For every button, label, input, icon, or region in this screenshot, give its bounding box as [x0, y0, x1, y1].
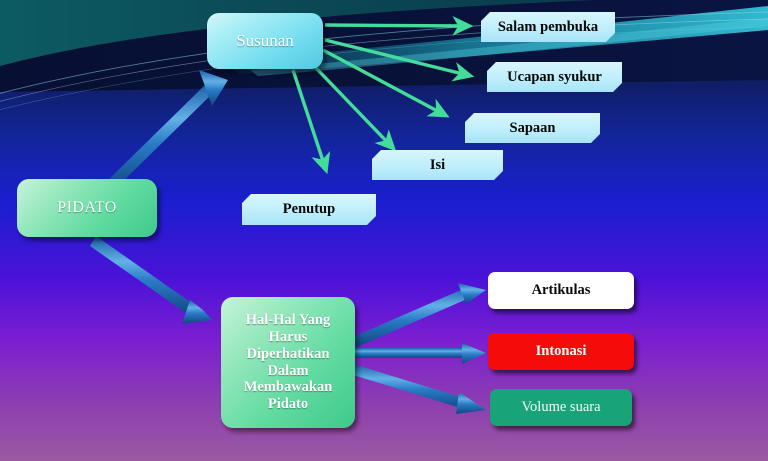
halhal-branch-arrows [350, 283, 486, 414]
arrow-to-isi [314, 66, 397, 152]
node-intonasi[interactable]: Intonasi [488, 333, 634, 370]
node-salam-pembuka[interactable]: Salam pembuka [481, 12, 615, 42]
arrow-to-penutup [291, 69, 331, 175]
node-artikulas[interactable]: Artikulas [488, 272, 634, 309]
node-hal-hal-yang-harus-diperhatikan[interactable]: Hal-Hal Yang Harus Diperhatikan Dalam Me… [221, 297, 355, 428]
node-pidato[interactable]: PIDATO [17, 179, 157, 237]
node-sapaan[interactable]: Sapaan [465, 113, 600, 143]
arrow-to-ucapan [324, 38, 475, 82]
node-susunan[interactable]: Susunan [207, 13, 323, 69]
node-ucapan-syukur[interactable]: Ucapan syukur [487, 62, 622, 92]
node-isi[interactable]: Isi [372, 150, 503, 180]
arrow-pidato-to-halhal [90, 236, 212, 324]
node-penutup[interactable]: Penutup [242, 194, 376, 225]
arrow-pidato-to-susunan [104, 70, 228, 192]
arrow-to-salam [324, 16, 474, 36]
node-volume-suara[interactable]: Volume suara [490, 389, 632, 426]
arrow-to-sapaan [322, 48, 450, 118]
